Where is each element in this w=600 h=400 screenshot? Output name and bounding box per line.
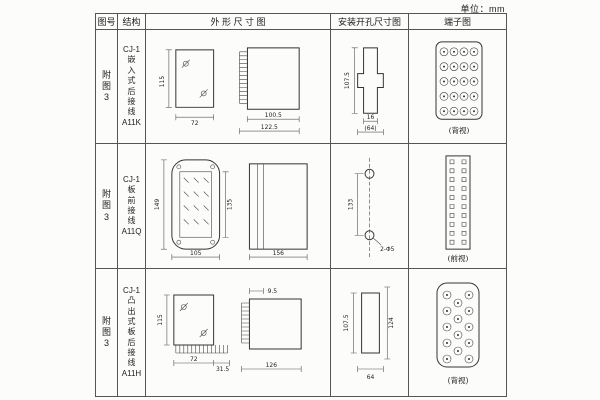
outline-drawing-a11h: 115 72 31.5 9.5 126 (157, 288, 302, 373)
terminal-diagram-a11q: (前视) (445, 155, 471, 263)
install-drawing-a11k: 107.5 16 (64) (344, 47, 384, 136)
front-plate (171, 159, 221, 250)
dim-label: 122.5 (261, 124, 278, 131)
install-drawing-a11h: 107.5 124 64 (343, 286, 395, 381)
terminal-circles (442, 290, 474, 364)
install-drawing-cell: 133 2-Φ5 (331, 144, 409, 269)
dim-label: 16 (367, 114, 375, 121)
terminal-circles (439, 47, 479, 116)
terminal-drawing-cell: (背视) (409, 269, 506, 396)
dim-label: 72 (190, 356, 198, 363)
dim-label: 72 (191, 120, 199, 127)
terminal-view-label: (背视) (449, 125, 470, 135)
terminal-plate (435, 41, 483, 120)
dim-label: 9.5 (268, 288, 278, 295)
dim-label: (64) (364, 125, 376, 132)
dim-label: 64 (367, 374, 375, 381)
unit-label: 单位：mm (460, 4, 505, 14)
mounting-hole (364, 168, 375, 179)
outline-drawing-a11k: 115 72 100.5 122.5 (159, 47, 300, 135)
header-figure-no: 图号 (96, 14, 118, 30)
dim-label: 115 (157, 314, 164, 326)
header-structure: 结构 (118, 14, 146, 30)
side-view (239, 47, 300, 110)
outline-drawing-a11q: 149 135 105 156 (154, 159, 308, 261)
front-view (175, 49, 215, 108)
terminal-diagram-a11h: (背视) (436, 282, 480, 385)
dim-label: 115 (159, 76, 166, 88)
dim-label: 107.5 (344, 72, 351, 89)
figure-number-cell: 附 图 3 (96, 30, 118, 144)
dim-label: 156 (273, 250, 285, 257)
outline-drawing-cell: 115 72 100.5 122.5 (146, 30, 331, 144)
dim-label: 105 (190, 250, 202, 257)
install-drawing-a11q: 133 2-Φ5 (348, 157, 395, 258)
mounting-hole (364, 230, 375, 241)
dim-label: 100.5 (265, 112, 282, 119)
dim-label: 107.5 (343, 314, 350, 331)
side-view (241, 298, 302, 350)
structure-cell: CJ-1 板 前 接 线 A11Q (118, 144, 146, 269)
front-view (173, 294, 228, 354)
side-view (248, 163, 308, 250)
dimension-table: 图号 结构 外 形 尺 寸 图 安装开孔尺寸图 端子图 附 图 3 CJ-1 嵌… (95, 13, 507, 397)
header-terminal-diagram: 端子图 (409, 14, 506, 30)
terminal-drawing-cell: (背视) (409, 30, 506, 144)
header-outline-dims: 外 形 尺 寸 图 (146, 14, 331, 30)
terminal-view-label: (前视) (448, 253, 469, 263)
cutout-shape (361, 292, 380, 354)
outline-drawing-cell: 115 72 31.5 9.5 126 (146, 269, 331, 396)
figure-number-cell: 附 图 3 (96, 144, 118, 269)
structure-cell: CJ-1 嵌 入 式 后 接 线 A11K (118, 30, 146, 144)
install-drawing-cell: 107.5 124 64 (331, 269, 409, 396)
dim-label: 135 (227, 199, 234, 211)
dim-label: 126 (266, 362, 278, 369)
install-drawing-cell: 107.5 16 (64) (331, 30, 409, 144)
dim-label: 149 (154, 199, 161, 211)
dim-label: 124 (388, 317, 395, 329)
terminal-diagram-a11k: (背视) (435, 41, 483, 135)
terminal-strip (445, 155, 471, 250)
terminal-pins (449, 159, 467, 245)
hole-note-label: 2-Φ5 (380, 246, 395, 253)
outline-drawing-cell: 149 135 105 156 (146, 144, 331, 269)
dim-label: 133 (348, 199, 355, 211)
terminal-plate (436, 282, 480, 368)
terminal-drawing-cell: (前视) (409, 144, 506, 269)
header-install-hole-dims: 安装开孔尺寸图 (331, 14, 409, 30)
terminal-view-label: (背视) (448, 375, 469, 385)
structure-cell: CJ-1 凸 出 式 板 后 接 线 A11H (118, 269, 146, 396)
cutout-shape (357, 47, 384, 114)
dim-label: 31.5 (216, 366, 229, 373)
figure-number-cell: 附 图 3 (96, 269, 118, 396)
